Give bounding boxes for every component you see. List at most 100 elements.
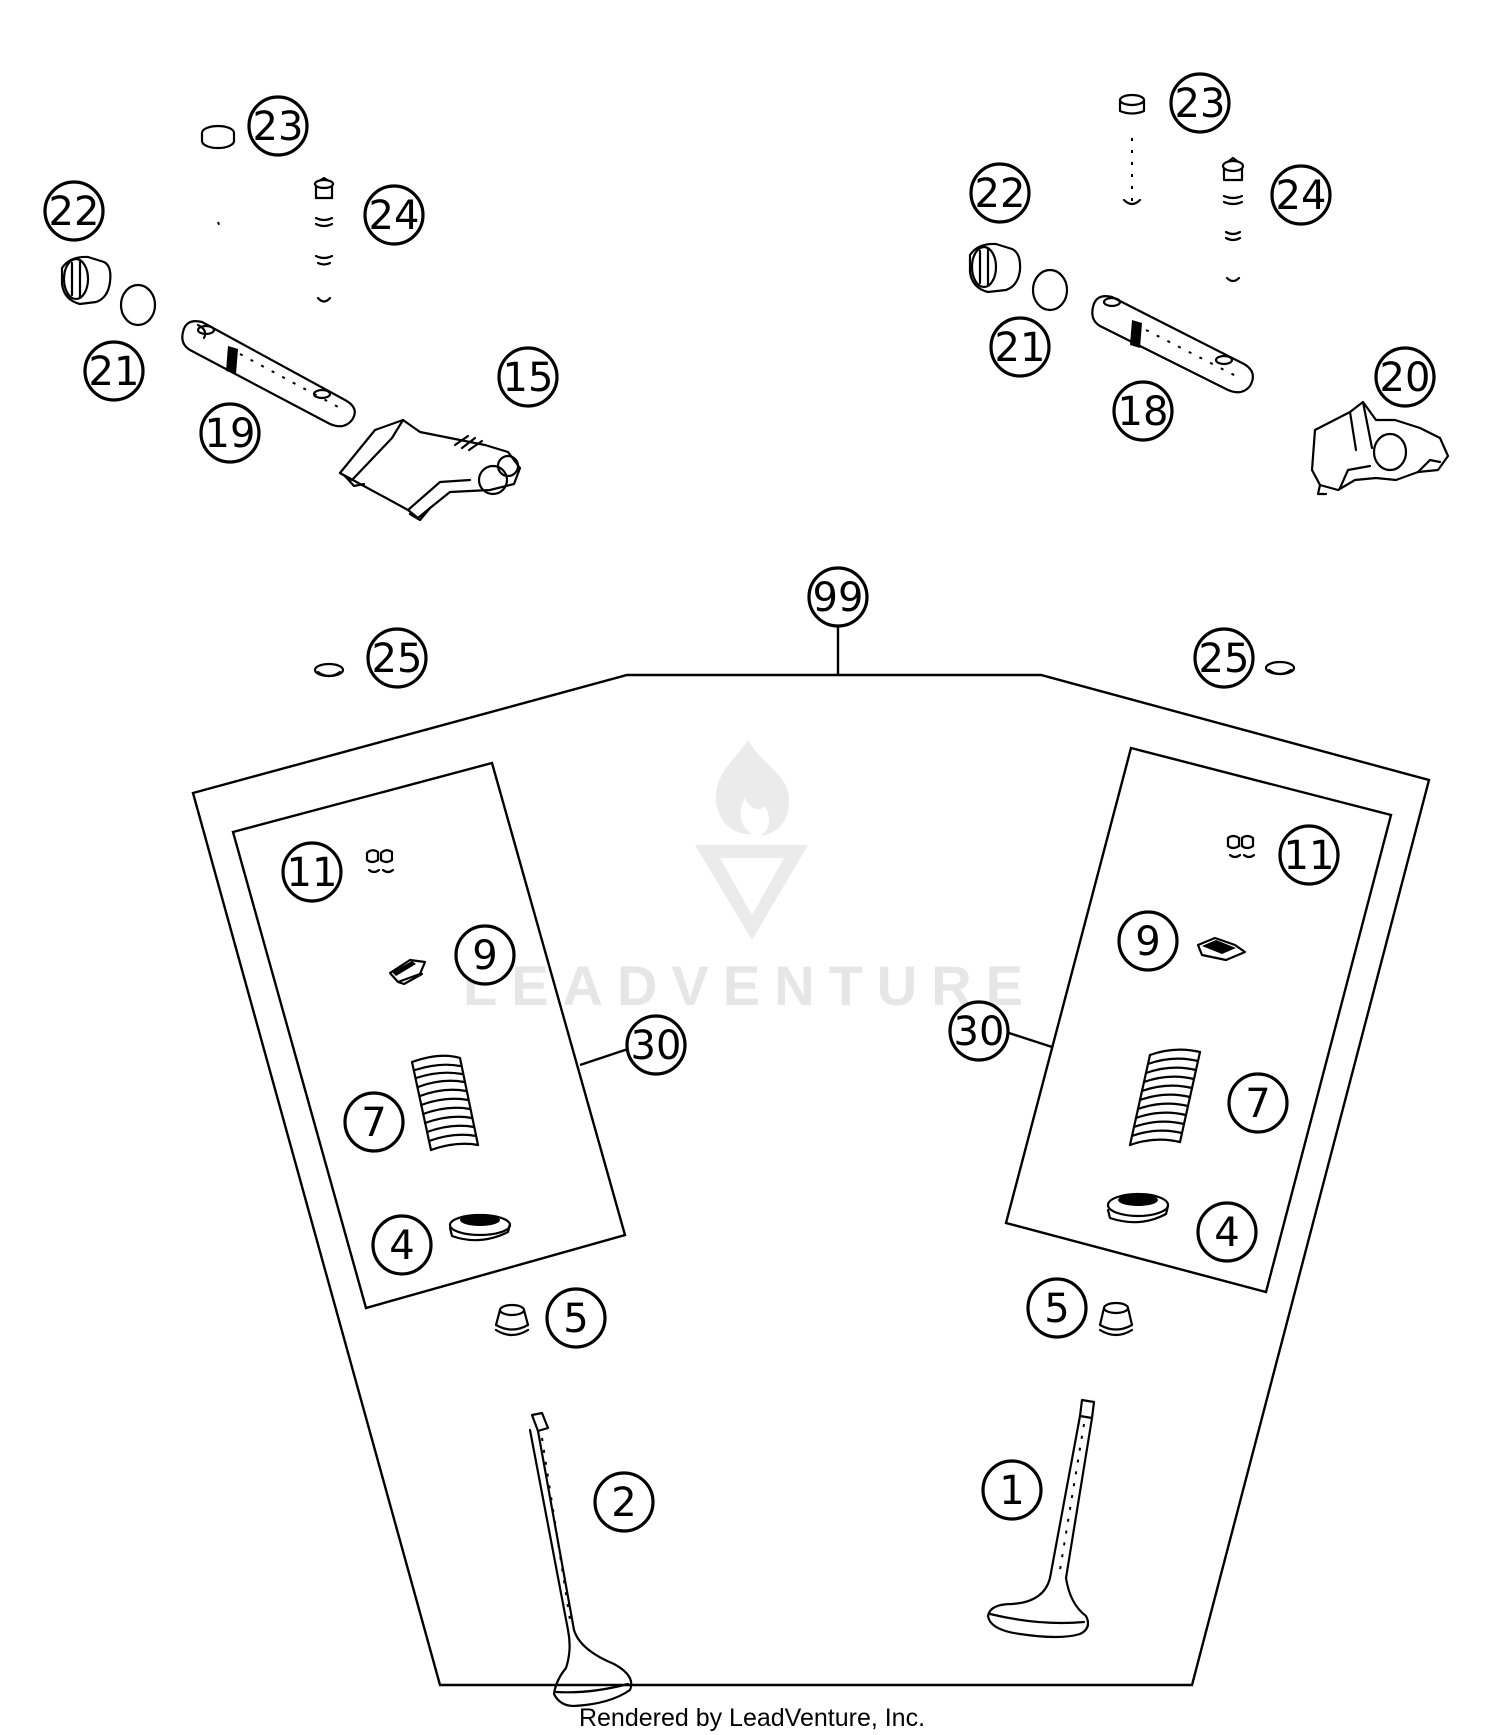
svg-text:4: 4 [389,1223,414,1269]
seat-4-left-part [448,1213,512,1242]
leader-30-left [579,1047,629,1067]
seal-5-left-part [494,1303,530,1337]
svg-text:19: 19 [205,411,256,457]
keeper-11-right-part [1226,834,1256,859]
svg-text:11: 11 [287,850,338,896]
right-valve-kit [986,834,1256,1639]
callout-11-left: 11 [281,841,343,903]
callout-9-right: 9 [1117,910,1179,972]
keeper-25-left-part [313,662,345,678]
svg-text:18: 18 [1118,389,1169,435]
svg-text:4: 4 [1214,1210,1239,1256]
oring-21-left-part [119,283,157,327]
callout-99: 99 [807,566,869,628]
callout-9-left: 9 [454,924,516,986]
callout-4-left: 4 [371,1214,433,1276]
svg-text:7: 7 [361,1100,386,1146]
kit-frames [191,625,1431,1687]
plug-22-left-part [60,255,112,306]
svg-text:25: 25 [372,636,423,682]
footer-credit: Rendered by LeadVenture, Inc. [579,1704,925,1732]
callout-5-right: 5 [1026,1277,1088,1339]
svg-text:22: 22 [975,171,1026,217]
callout-25-left: 25 [366,627,428,689]
svg-text:7: 7 [1245,1081,1270,1127]
callout-4-right: 4 [1196,1201,1258,1263]
callout-11-right: 11 [1278,824,1340,886]
rocker-arm-20-part [1310,400,1450,496]
seat-4-right-part [1106,1192,1170,1224]
callout-24-left: 24 [363,184,425,246]
leader-30-right [1008,1031,1053,1049]
bolt-24-right-part [1221,156,1245,283]
svg-text:23: 23 [253,104,304,150]
callout-30-left: 30 [625,1014,687,1076]
callout-7-left: 7 [343,1091,405,1153]
svg-text:21: 21 [89,349,140,395]
callout-18: 18 [1112,380,1174,442]
svg-text:5: 5 [1044,1286,1069,1332]
callout-25-right: 25 [1193,627,1255,689]
svg-text:21: 21 [995,325,1046,371]
callout-21-right: 21 [989,316,1051,378]
cap-23-right-part [1118,93,1146,206]
callout-22-left: 22 [43,180,105,242]
svg-text:24: 24 [369,193,420,239]
svg-text:9: 9 [472,933,497,979]
callout-20: 20 [1374,346,1436,408]
retainer-9-right-part [1196,936,1247,962]
svg-text:2: 2 [611,1480,636,1526]
svg-text:99: 99 [813,575,864,621]
callout-7-right: 7 [1227,1072,1289,1134]
callouts: 23 22 24 21 15 19 23 22 [43,72,1436,1533]
spring-7-left-part [410,1054,480,1152]
bolt-24-left-part [313,176,335,303]
svg-text:15: 15 [503,355,554,401]
callout-24-right: 24 [1270,164,1332,226]
watermark-flame-icon [715,740,790,836]
kit-99-outline [191,673,1431,1687]
watermark-v-logo-icon [695,845,808,940]
retainer-9-left-part [388,958,427,986]
valve-1-part [986,1398,1096,1639]
callout-2: 2 [593,1471,655,1533]
svg-text:24: 24 [1276,173,1327,219]
left-valve-kit [365,849,633,1708]
valve-2-part [528,1411,633,1708]
watermark-text: LEADVENTURE [463,954,1037,1017]
left-rocker-assembly [60,124,522,522]
kit-30-right-outline [1004,746,1393,1294]
svg-text:25: 25 [1199,636,1250,682]
keeper-25-right-part [1264,660,1296,676]
callout-1: 1 [981,1459,1043,1521]
keeper-11-left-part [365,849,395,874]
svg-text:30: 30 [954,1009,1005,1055]
seal-5-right-part [1098,1301,1134,1337]
svg-text:20: 20 [1380,355,1431,401]
kit-30-left-outline [231,761,627,1310]
plug-22-right-part [968,242,1022,294]
callout-22-right: 22 [969,162,1031,224]
callout-15: 15 [497,346,559,408]
keepers-25 [313,660,1296,678]
svg-text:11: 11 [1284,833,1335,879]
shaft-19-part [181,320,356,428]
callout-5-left: 5 [545,1287,607,1349]
rocker-arm-15-part [338,418,522,522]
cap-23-left-part [200,124,236,150]
svg-text:1: 1 [999,1468,1024,1514]
svg-text:9: 9 [1135,919,1160,965]
svg-text:5: 5 [563,1296,588,1342]
svg-text:22: 22 [49,189,100,235]
callout-23-right: 23 [1169,72,1231,134]
watermark: LEADVENTURE [463,740,1037,1017]
callout-30-right: 30 [948,1000,1010,1062]
callout-23-left: 23 [247,95,309,157]
oring-21-right-part [1031,268,1069,312]
spring-7-right-part [1128,1048,1202,1147]
shaft-18-part [1091,295,1255,394]
svg-text:30: 30 [631,1023,682,1069]
svg-text:23: 23 [1175,81,1226,127]
right-rocker-assembly [968,93,1450,496]
